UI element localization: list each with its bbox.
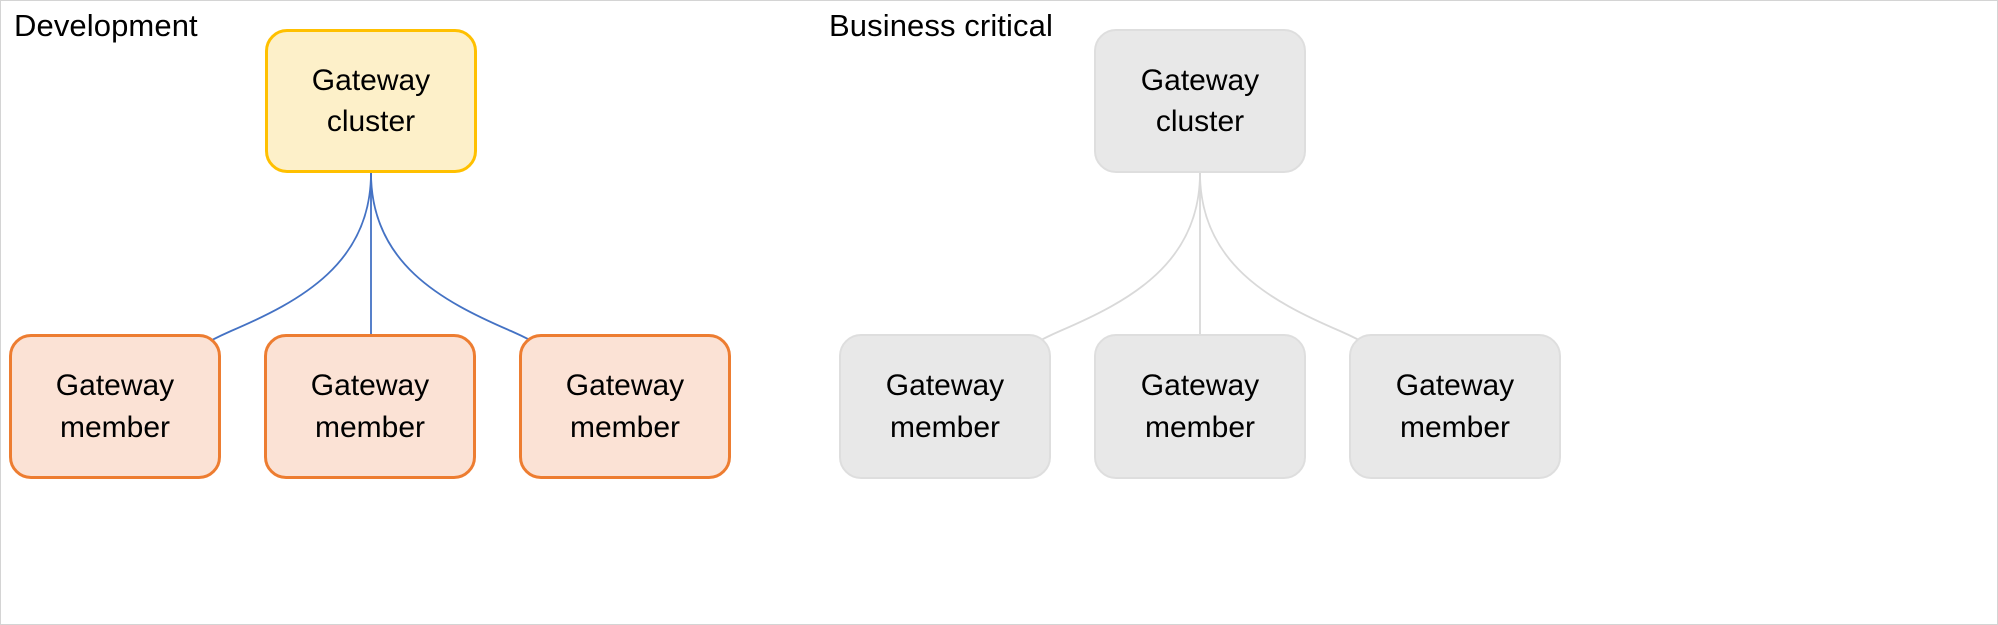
node-label-line-2: member — [59, 410, 171, 444]
node-label-line-1: Gateway — [1140, 63, 1260, 97]
node-development-gateway-member-3[interactable]: Gateway member — [519, 334, 731, 479]
node-label-line-2: member — [889, 410, 1001, 444]
node-development-gateway-cluster[interactable]: Gateway cluster — [265, 29, 477, 173]
node-business-critical-gateway-member-2[interactable]: Gateway member — [1094, 334, 1306, 479]
node-label-line-2: cluster — [1155, 105, 1245, 138]
node-label-line-1: Gateway — [1395, 369, 1515, 403]
node-label-line-2: member — [1144, 410, 1256, 444]
group-caption-development: Development — [14, 8, 198, 43]
node-label-line-1: Gateway — [55, 369, 175, 403]
node-label-line-2: member — [569, 410, 681, 444]
node-label-line-1: Gateway — [885, 369, 1005, 403]
node-label-line-2: member — [1399, 410, 1511, 444]
node-label-line-2: cluster — [326, 105, 416, 138]
node-business-critical-gateway-member-1[interactable]: Gateway member — [839, 334, 1051, 479]
node-business-critical-gateway-member-3[interactable]: Gateway member — [1349, 334, 1561, 479]
node-label-line-1: Gateway — [1140, 369, 1260, 403]
group-caption-business-critical: Business critical — [829, 8, 1053, 43]
node-development-gateway-member-2[interactable]: Gateway member — [264, 334, 476, 479]
node-label-line-1: Gateway — [311, 63, 431, 97]
node-development-gateway-member-1[interactable]: Gateway member — [9, 334, 221, 479]
node-label-line-1: Gateway — [310, 369, 430, 403]
node-business-critical-gateway-cluster[interactable]: Gateway cluster — [1094, 29, 1306, 173]
node-label-line-1: Gateway — [565, 369, 685, 403]
node-label-line-2: member — [314, 410, 426, 444]
